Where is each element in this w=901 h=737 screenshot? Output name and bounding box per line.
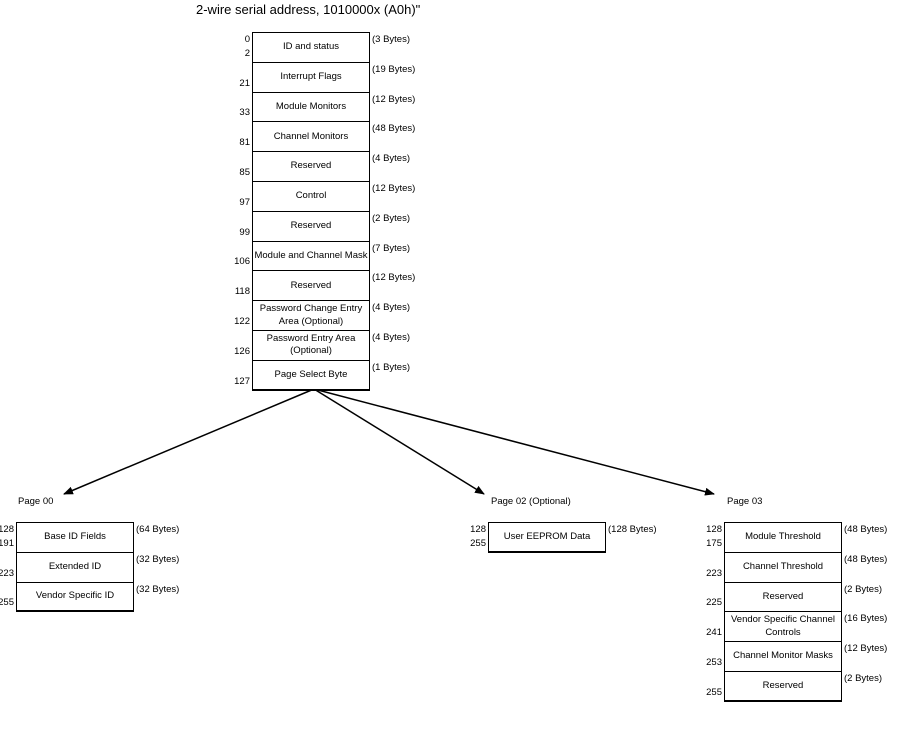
page-0-address: 191	[0, 537, 14, 549]
lower-memory-cell: Module and Channel Mask	[252, 240, 370, 272]
lower-memory-cell: Reserved	[252, 210, 370, 242]
lower-memory-cell: Interrupt Flags	[252, 61, 370, 93]
lower-memory-address: 122	[234, 316, 250, 327]
page-2-byte-count: (12 Bytes)	[844, 643, 888, 655]
lower-memory-cell: ID and status	[252, 32, 370, 63]
lower-memory-byte-count: (12 Bytes)	[372, 183, 416, 194]
lower-memory-cell: Password Change Entry Area (Optional)	[252, 300, 370, 331]
lower-memory-address: 127	[234, 375, 250, 387]
page-2-byte-count: (2 Bytes)	[844, 583, 883, 595]
lower-memory-byte-count: (12 Bytes)	[372, 272, 416, 284]
page-0-byte-count: (32 Bytes)	[136, 583, 180, 595]
lower-memory-cell: Reserved	[252, 270, 370, 302]
lower-memory-cell: Password Entry Area (Optional)	[252, 330, 370, 361]
page-0-address: 223	[0, 567, 14, 579]
page-0-byte-count: (32 Bytes)	[136, 553, 180, 565]
arrow-to-page-02	[313, 388, 485, 495]
lower-memory-byte-count: (4 Bytes)	[372, 302, 411, 314]
lower-memory-cell: Reserved	[252, 151, 370, 182]
lower-memory-byte-count: (48 Bytes)	[372, 123, 416, 135]
lower-memory-address: 2	[244, 47, 250, 59]
page-1-cell: User EEPROM Data	[488, 522, 606, 553]
page-2-cell: Module Threshold	[724, 522, 842, 553]
page-2-byte-count: (16 Bytes)	[844, 613, 888, 625]
page-2-cell: Channel Monitor Masks	[724, 641, 842, 672]
lower-memory-address: 106	[234, 256, 250, 268]
page-0-address: 255	[0, 597, 14, 609]
lower-memory-address: 33	[239, 107, 250, 119]
page-1-address: 255	[470, 537, 486, 549]
page-2-address: 255	[706, 686, 722, 698]
page-0-cell: Base ID Fields	[16, 522, 134, 553]
lower-memory-address: 99	[239, 226, 250, 238]
lower-memory-address: 118	[234, 286, 250, 298]
arrow-to-page-00	[63, 388, 315, 495]
lower-memory-byte-count: (12 Bytes)	[372, 93, 416, 105]
arrow-to-page-03	[313, 388, 715, 496]
diagram-title: 2-wire serial address, 1010000x (A0h)"	[196, 2, 421, 17]
page-2-byte-count: (2 Bytes)	[844, 673, 883, 684]
page-2-cell: Reserved	[724, 671, 842, 702]
page-2-address: 225	[706, 597, 722, 609]
page-2-address: 241	[706, 627, 722, 639]
page-0-byte-count: (64 Bytes)	[136, 524, 180, 535]
page-2-start-address: 128	[706, 524, 722, 535]
lower-memory-cell: Page Select Byte	[252, 359, 370, 391]
lower-memory-byte-count: (1 Bytes)	[372, 361, 411, 373]
lower-memory-byte-count: (3 Bytes)	[372, 34, 411, 45]
lower-memory-address: 85	[239, 167, 250, 178]
page-2-byte-count: (48 Bytes)	[844, 553, 888, 565]
lower-memory-address: 21	[239, 77, 250, 89]
lower-memory-address: 97	[239, 196, 250, 208]
page-0-cell: Extended ID	[16, 551, 134, 583]
page-2-cell: Reserved	[724, 581, 842, 613]
lower-memory-byte-count: (2 Bytes)	[372, 212, 411, 224]
page-2-address: 223	[706, 567, 722, 579]
lower-memory-byte-count: (7 Bytes)	[372, 242, 411, 254]
page-2-cell: Channel Threshold	[724, 551, 842, 583]
lower-memory-cell: Control	[252, 181, 370, 212]
lower-memory-byte-count: (4 Bytes)	[372, 332, 411, 343]
page-1-table: User EEPROM Data	[488, 522, 606, 553]
page-2-address: 175	[706, 537, 722, 549]
page-1-start-address: 128	[470, 524, 486, 535]
lower-memory-cell: Channel Monitors	[252, 121, 370, 153]
lower-memory-start-address: 0	[244, 34, 250, 45]
page-label: Page 03	[727, 496, 763, 507]
page-1-byte-count: (128 Bytes)	[608, 524, 657, 535]
lower-memory-byte-count: (19 Bytes)	[372, 63, 416, 75]
lower-memory-cell: Module Monitors	[252, 91, 370, 123]
page-2-address: 253	[706, 657, 722, 668]
lower-memory-address: 126	[234, 345, 250, 357]
page-0-cell: Vendor Specific ID	[16, 581, 134, 613]
lower-memory-address: 81	[239, 137, 250, 149]
page-0-start-address: 128	[0, 524, 14, 535]
page-2-cell: Vendor Specific Channel Controls	[724, 611, 842, 643]
page-label: Page 02 (Optional)	[491, 496, 571, 507]
lower-memory-byte-count: (4 Bytes)	[372, 153, 411, 165]
page-label: Page 00	[18, 496, 54, 507]
page-2-byte-count: (48 Bytes)	[844, 524, 888, 535]
